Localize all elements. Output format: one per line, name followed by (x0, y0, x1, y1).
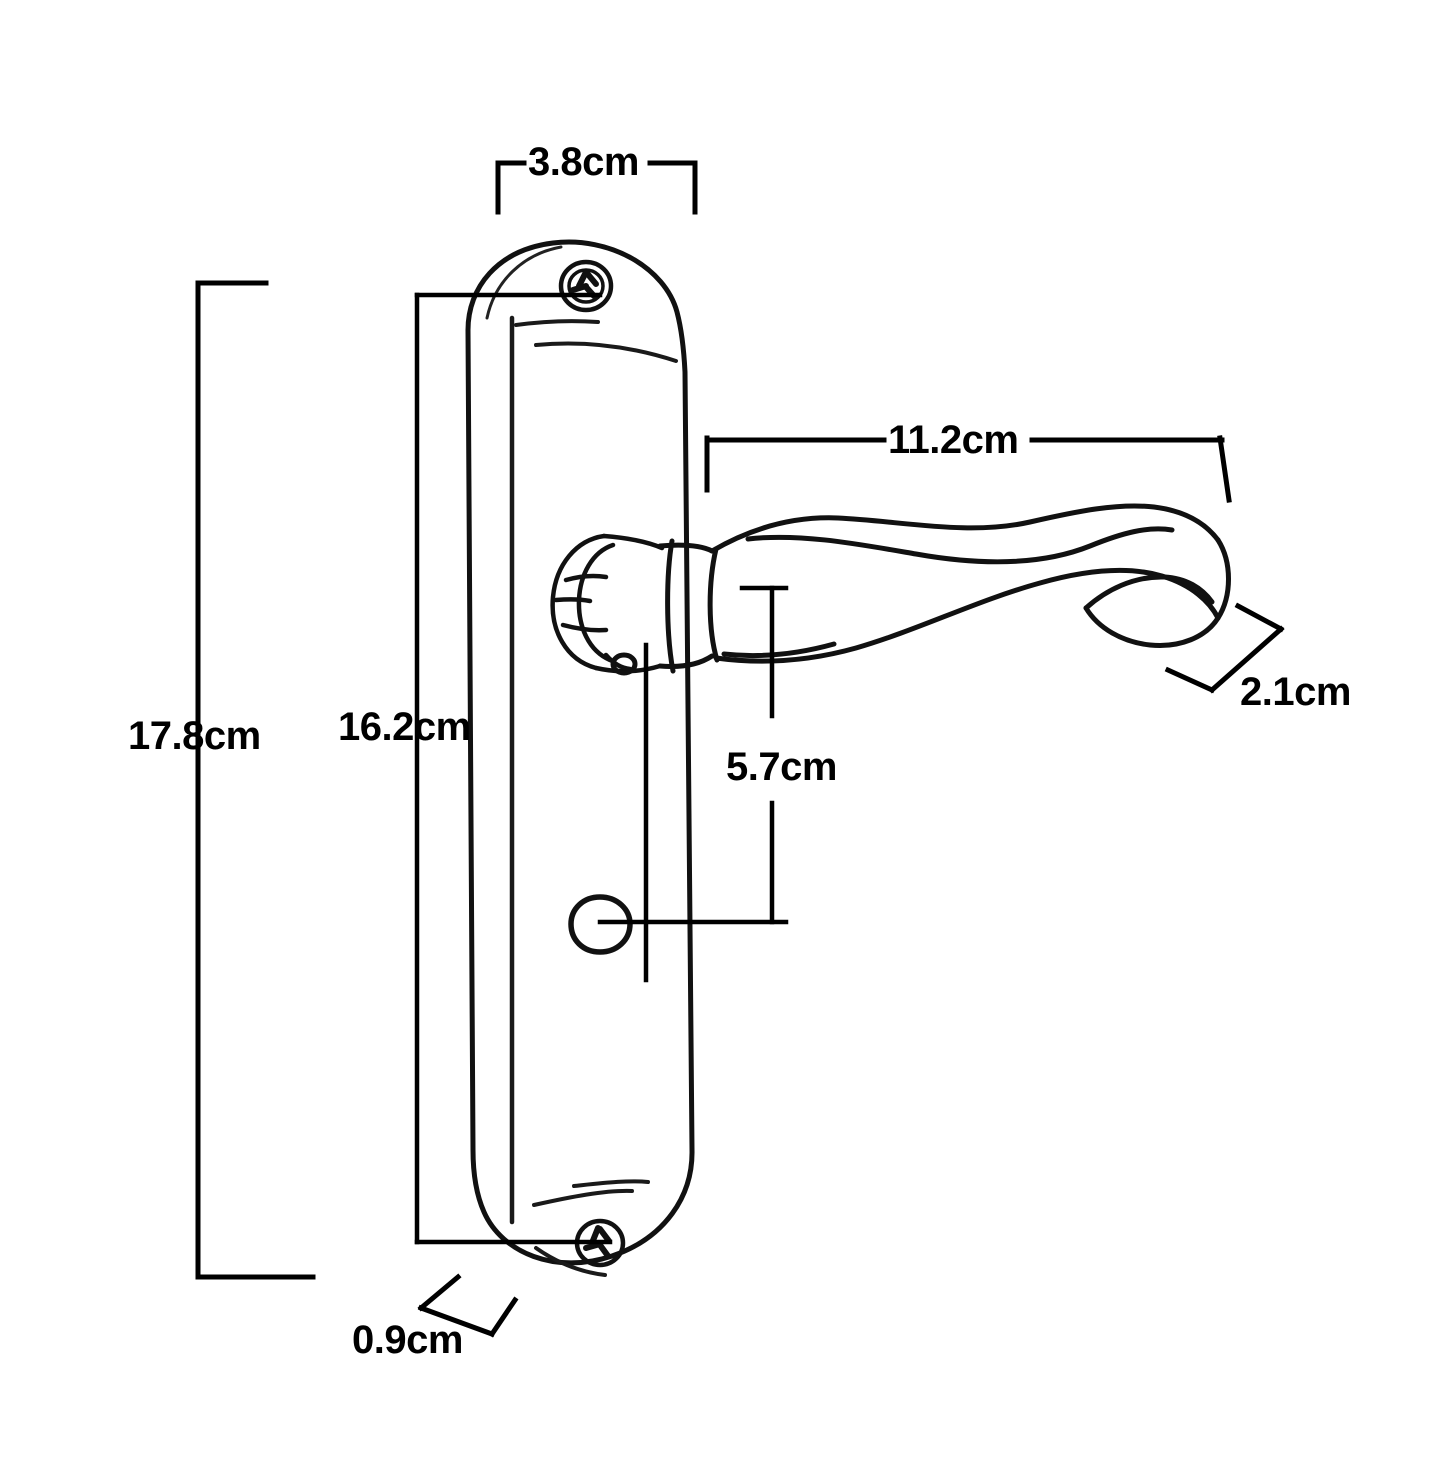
dimension-3-8cm (495, 160, 698, 215)
dimension-11-2cm (704, 435, 1232, 503)
dimension-16-2cm (414, 292, 613, 1245)
dimension-0-9cm (417, 1273, 519, 1338)
lever-handle (709, 503, 1231, 664)
backplate-top-arch-shade (485, 245, 563, 320)
backplate-bottom-highlights (532, 1179, 650, 1277)
dimension-17-8cm (195, 280, 316, 1280)
dimension-label-plate-thickness: 0.9cm (352, 1318, 463, 1362)
dimension-label-overall-height: 17.8cm (128, 714, 261, 758)
dimension-2-1cm (1164, 602, 1285, 694)
dimension-label-keyhole-offset: 5.7cm (726, 745, 837, 789)
screw-hole-top (558, 259, 614, 313)
dimension-label-inner-height: 16.2cm (338, 705, 471, 749)
keyhole (568, 894, 633, 955)
dimension-label-lever-length: 11.2cm (888, 418, 1019, 462)
lever-neck (657, 538, 720, 674)
dimension-label-lever-end-depth: 2.1cm (1240, 670, 1351, 714)
dimension-label-plate-width: 3.8cm (528, 140, 639, 184)
backplate-outline (465, 239, 695, 1266)
backplate-top-highlights (514, 319, 678, 363)
dimension-5-7cm (597, 585, 789, 983)
